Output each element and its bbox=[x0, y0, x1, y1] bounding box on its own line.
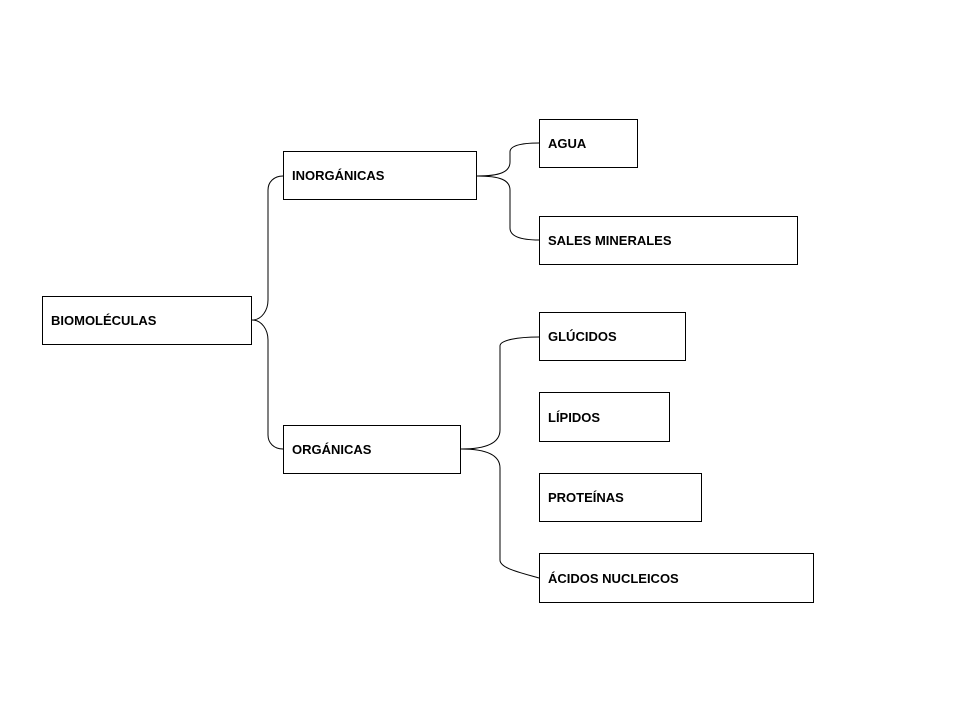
node-lipidos: LÍPIDOS bbox=[539, 392, 670, 442]
connector-organicas-to-acidos bbox=[460, 448, 540, 579]
node-lipidos-label: LÍPIDOS bbox=[548, 409, 601, 425]
node-inorganicas-label: INORGÁNICAS bbox=[292, 168, 385, 183]
node-proteinas-label: PROTEÍNAS bbox=[548, 490, 624, 505]
node-sales-minerales: SALES MINERALES bbox=[539, 216, 798, 265]
node-glucidos: GLÚCIDOS bbox=[539, 312, 686, 361]
node-proteinas: PROTEÍNAS bbox=[539, 473, 702, 522]
node-organicas: ORGÁNICAS bbox=[283, 425, 461, 474]
connector-root-to-inorganicas bbox=[251, 175, 284, 321]
connector-organicas-to-glucidos bbox=[460, 336, 540, 450]
node-inorganicas: INORGÁNICAS bbox=[283, 151, 477, 200]
node-biomoleculas: BIOMOLÉCULAS bbox=[42, 296, 252, 345]
node-agua-label: AGUA bbox=[548, 136, 587, 151]
connector-root-to-organicas bbox=[251, 319, 284, 450]
node-glucidos-label: GLÚCIDOS bbox=[548, 329, 617, 344]
node-sales-minerales-label: SALES MINERALES bbox=[548, 233, 672, 248]
node-organicas-label: ORGÁNICAS bbox=[292, 442, 372, 457]
node-agua: AGUA bbox=[539, 119, 638, 168]
node-acidos-nucleicos-label: ÁCIDOS NUCLEICOS bbox=[548, 570, 679, 586]
connector-inorganicas-to-sales bbox=[476, 175, 540, 241]
node-acidos-nucleicos: ÁCIDOS NUCLEICOS bbox=[539, 553, 814, 603]
connector-inorganicas-to-agua bbox=[476, 142, 540, 177]
node-biomoleculas-label: BIOMOLÉCULAS bbox=[51, 313, 157, 328]
